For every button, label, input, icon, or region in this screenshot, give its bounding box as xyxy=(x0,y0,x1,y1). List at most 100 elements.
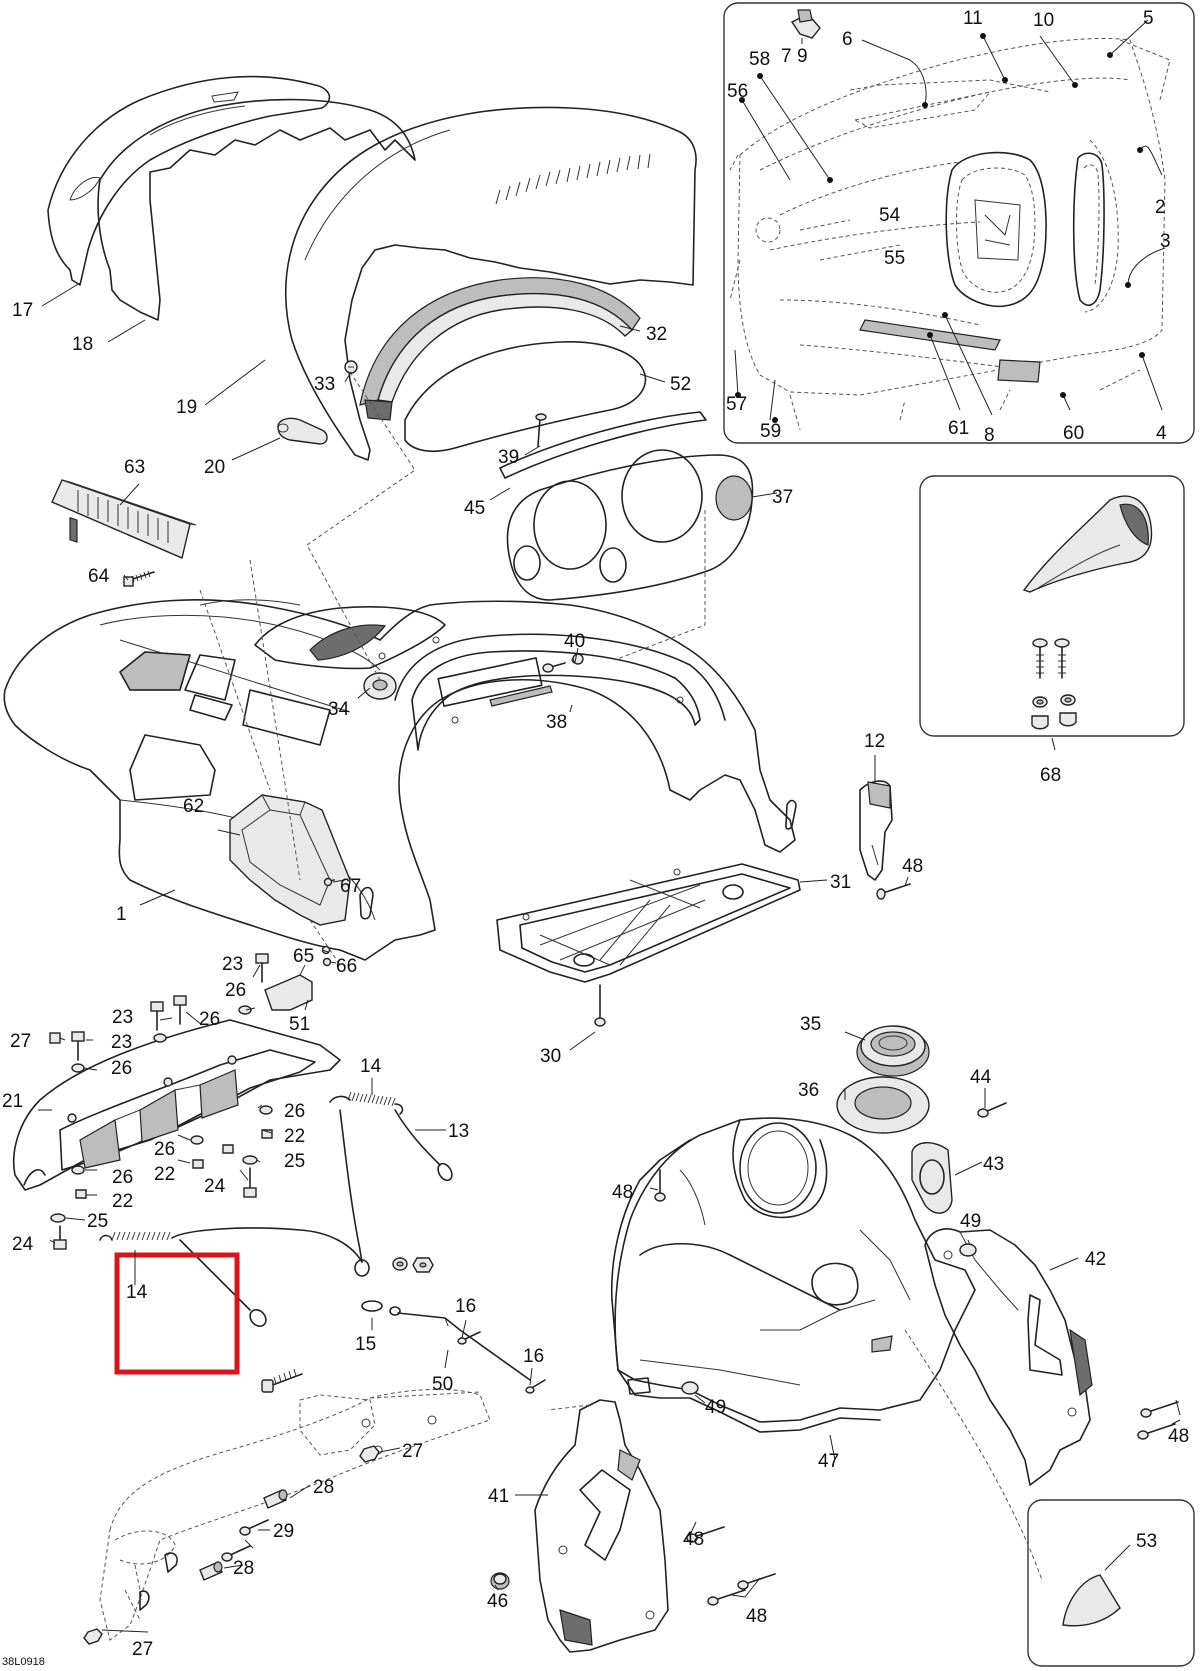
part-50-rod xyxy=(397,1312,531,1381)
callout-label: 25 xyxy=(284,1151,305,1172)
callout-label: 14 xyxy=(360,1056,382,1077)
callout-label: 24 xyxy=(12,1234,34,1255)
kit-washers xyxy=(1031,694,1077,730)
part-27-nut-c xyxy=(83,1628,103,1645)
callout-label: 44 xyxy=(970,1067,992,1088)
callout-label: 23 xyxy=(222,954,243,975)
part-16-pin-b xyxy=(525,1379,546,1394)
callout-label: 42 xyxy=(1085,1249,1106,1270)
callout-label: 9 xyxy=(797,46,808,67)
callout-label: 36 xyxy=(798,1080,819,1101)
part-36-gasket xyxy=(836,1076,930,1134)
callout-label: 21 xyxy=(2,1091,23,1112)
part-48-rivet-d xyxy=(686,1526,725,1543)
callout-label: 26 xyxy=(111,1058,132,1079)
callout-label: 25 xyxy=(87,1211,108,1232)
bolts-23-group xyxy=(71,953,269,1061)
callout-label: 8 xyxy=(984,425,995,446)
part-30-screw xyxy=(594,984,606,1027)
callout-label: 24 xyxy=(204,1176,226,1197)
part-31-tray xyxy=(496,863,801,983)
callout-label: 27 xyxy=(132,1639,153,1660)
callout-label: 17 xyxy=(12,300,33,321)
callout-label: 13 xyxy=(448,1121,469,1142)
part-14-spring-b xyxy=(99,1227,363,1328)
callout-label: 52 xyxy=(670,374,691,395)
callout-label: 19 xyxy=(176,397,197,418)
callout-label: 2 xyxy=(1155,197,1166,218)
callout-label: 20 xyxy=(204,457,225,478)
callout-label: 27 xyxy=(10,1031,31,1052)
callout-label: 43 xyxy=(983,1154,1004,1175)
callout-label: 41 xyxy=(488,1486,509,1507)
diagram-code: 38L0918 xyxy=(2,1656,45,1668)
callout-label: 26 xyxy=(154,1139,175,1160)
part-47-console-housing xyxy=(610,1117,976,1433)
bolts-24-group xyxy=(53,1167,257,1250)
callout-label: 14 xyxy=(126,1282,148,1303)
callout-label: 66 xyxy=(336,956,357,977)
callout-label: 48 xyxy=(612,1182,633,1203)
callout-label: 12 xyxy=(864,731,885,752)
cable-end-hardware xyxy=(392,1257,434,1273)
callout-label: 54 xyxy=(879,205,901,226)
callout-label: 49 xyxy=(960,1211,981,1232)
callout-label: 38 xyxy=(546,712,567,733)
part-33-screw xyxy=(344,360,358,374)
callout-label: 26 xyxy=(225,980,246,1001)
callout-label: 26 xyxy=(112,1167,133,1188)
callout-label: 39 xyxy=(498,447,519,468)
callout-label: 48 xyxy=(902,856,923,877)
part-42-side-panel xyxy=(924,1228,1093,1486)
callout-label: 33 xyxy=(314,374,335,395)
callout-label: 10 xyxy=(1033,10,1054,31)
callout-label: 61 xyxy=(948,418,969,439)
part-45-seal-strip xyxy=(499,411,707,479)
part-17-shroud xyxy=(47,75,331,286)
part-13-cable xyxy=(339,1109,453,1277)
callout-label: 37 xyxy=(772,487,793,508)
callout-label: 40 xyxy=(564,631,585,652)
inset-leader-dots xyxy=(735,33,1145,423)
callout-label: 53 xyxy=(1136,1531,1157,1552)
callout-label: 11 xyxy=(963,8,983,29)
callout-label: 23 xyxy=(111,1032,132,1053)
callout-label: 4 xyxy=(1156,423,1167,444)
callout-label: 50 xyxy=(432,1374,453,1395)
callout-label: 27 xyxy=(402,1441,423,1462)
callout-label: 65 xyxy=(293,946,314,967)
part-62-air-duct xyxy=(229,794,351,926)
part-51-bracket xyxy=(264,964,313,1011)
part-19-windshield xyxy=(284,106,697,461)
part-48-rivet-b xyxy=(654,1169,666,1202)
callout-label: 22 xyxy=(112,1191,133,1212)
part-27-nut-a xyxy=(49,1032,61,1044)
callout-label: 63 xyxy=(124,457,145,478)
callout-label: 60 xyxy=(1063,423,1084,444)
bolt-near-bumper xyxy=(261,1368,303,1393)
callout-label: 49 xyxy=(705,1397,726,1418)
part-32-cover xyxy=(359,277,641,421)
callout-label: 48 xyxy=(1168,1426,1189,1447)
callout-label: 32 xyxy=(646,324,667,345)
part-44-rivet xyxy=(977,1102,1007,1118)
callout-label: 45 xyxy=(464,498,485,519)
part-49-plug-b xyxy=(681,1381,699,1395)
reference-lines xyxy=(199,371,1043,1581)
kit-screws xyxy=(1032,638,1070,679)
callout-label: 28 xyxy=(233,1558,254,1579)
callout-label: 28 xyxy=(313,1477,334,1498)
washers-25-group xyxy=(50,1155,258,1223)
part-34-grommet xyxy=(363,672,397,700)
callout-label: 26 xyxy=(199,1009,220,1030)
callout-label: 29 xyxy=(273,1521,294,1542)
part-66-nut xyxy=(322,957,332,967)
callout-label: 6 xyxy=(842,29,853,50)
part-52-pad xyxy=(404,341,647,452)
inset-panel-kit-68 xyxy=(919,475,1185,737)
part-14-spring-a xyxy=(329,1091,404,1115)
callout-label: 1 xyxy=(116,904,127,925)
callout-label: 67 xyxy=(340,876,361,897)
highlight-box-part-14 xyxy=(114,1252,240,1375)
part-68-kit-contents xyxy=(1022,495,1153,730)
